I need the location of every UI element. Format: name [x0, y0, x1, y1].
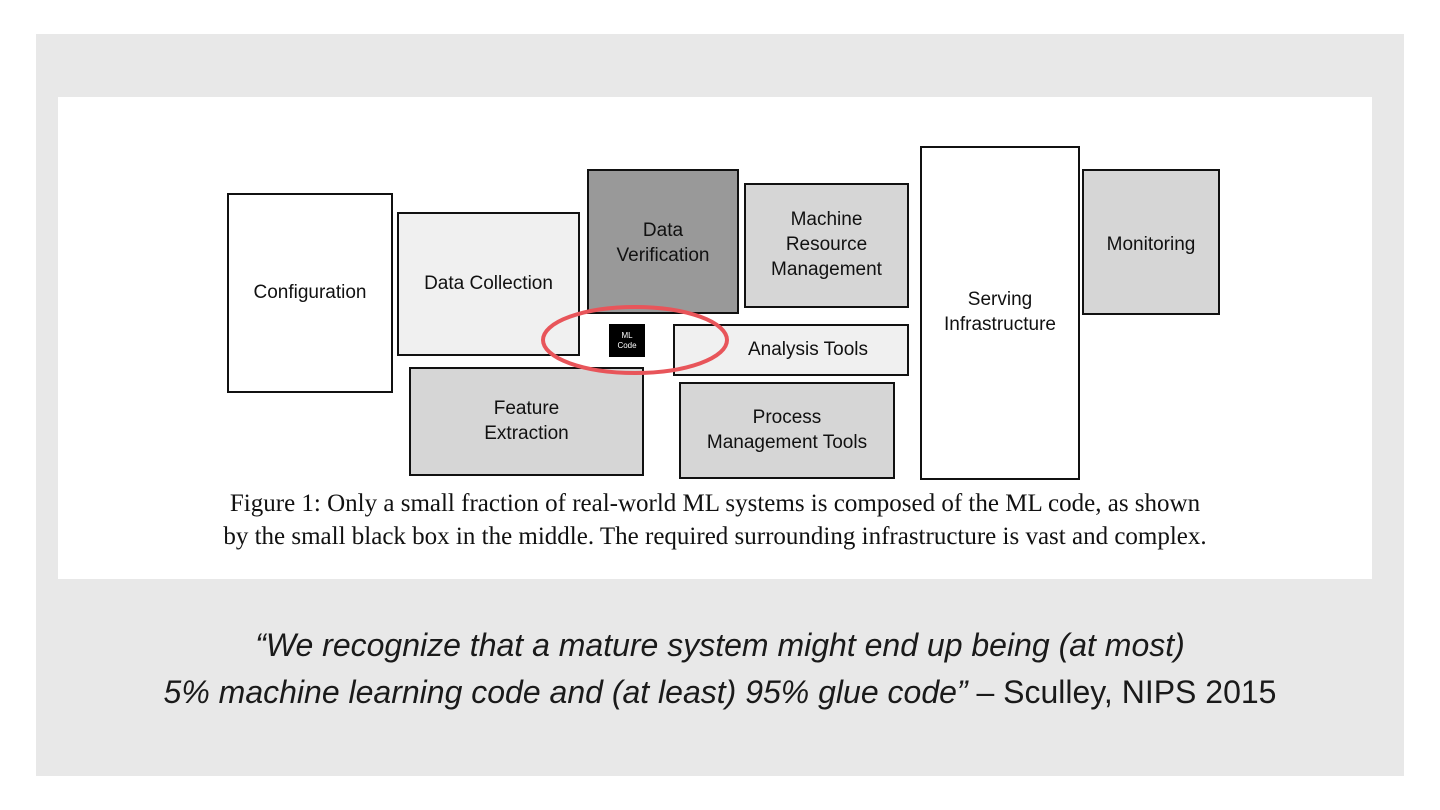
data-verification-box: Data Verification — [587, 169, 739, 314]
ml-code-box: ML Code — [609, 324, 645, 357]
caption-line-2: by the small black box in the middle. Th… — [223, 523, 1207, 550]
quote-line-1: “We recognize that a mature system might… — [255, 627, 1185, 663]
quote-line-2: 5% machine learning code and (at least) … — [36, 669, 1404, 716]
data-collection-box: Data Collection — [397, 212, 580, 356]
quote-block: “We recognize that a mature system might… — [36, 622, 1404, 716]
configuration-box: Configuration — [227, 193, 393, 393]
caption-line-1: Figure 1: Only a small fraction of real-… — [229, 490, 1201, 517]
figure-panel: Configuration Data Collection Feature Ex… — [58, 97, 1372, 579]
process-management-tools-box: Process Management Tools — [679, 382, 895, 479]
serving-infrastructure-box: Serving Infrastructure — [920, 146, 1080, 480]
quote-attribution: – Sculley, NIPS 2015 — [967, 674, 1277, 710]
machine-resource-management-box: Machine Resource Management — [744, 183, 909, 308]
feature-extraction-box: Feature Extraction — [409, 367, 644, 476]
figure-caption: Figure 1: Only a small fraction of real-… — [58, 487, 1372, 553]
quote-line-2-text: 5% machine learning code and (at least) … — [163, 674, 968, 710]
analysis-tools-box: Analysis Tools — [673, 324, 909, 376]
monitoring-box: Monitoring — [1082, 169, 1220, 315]
